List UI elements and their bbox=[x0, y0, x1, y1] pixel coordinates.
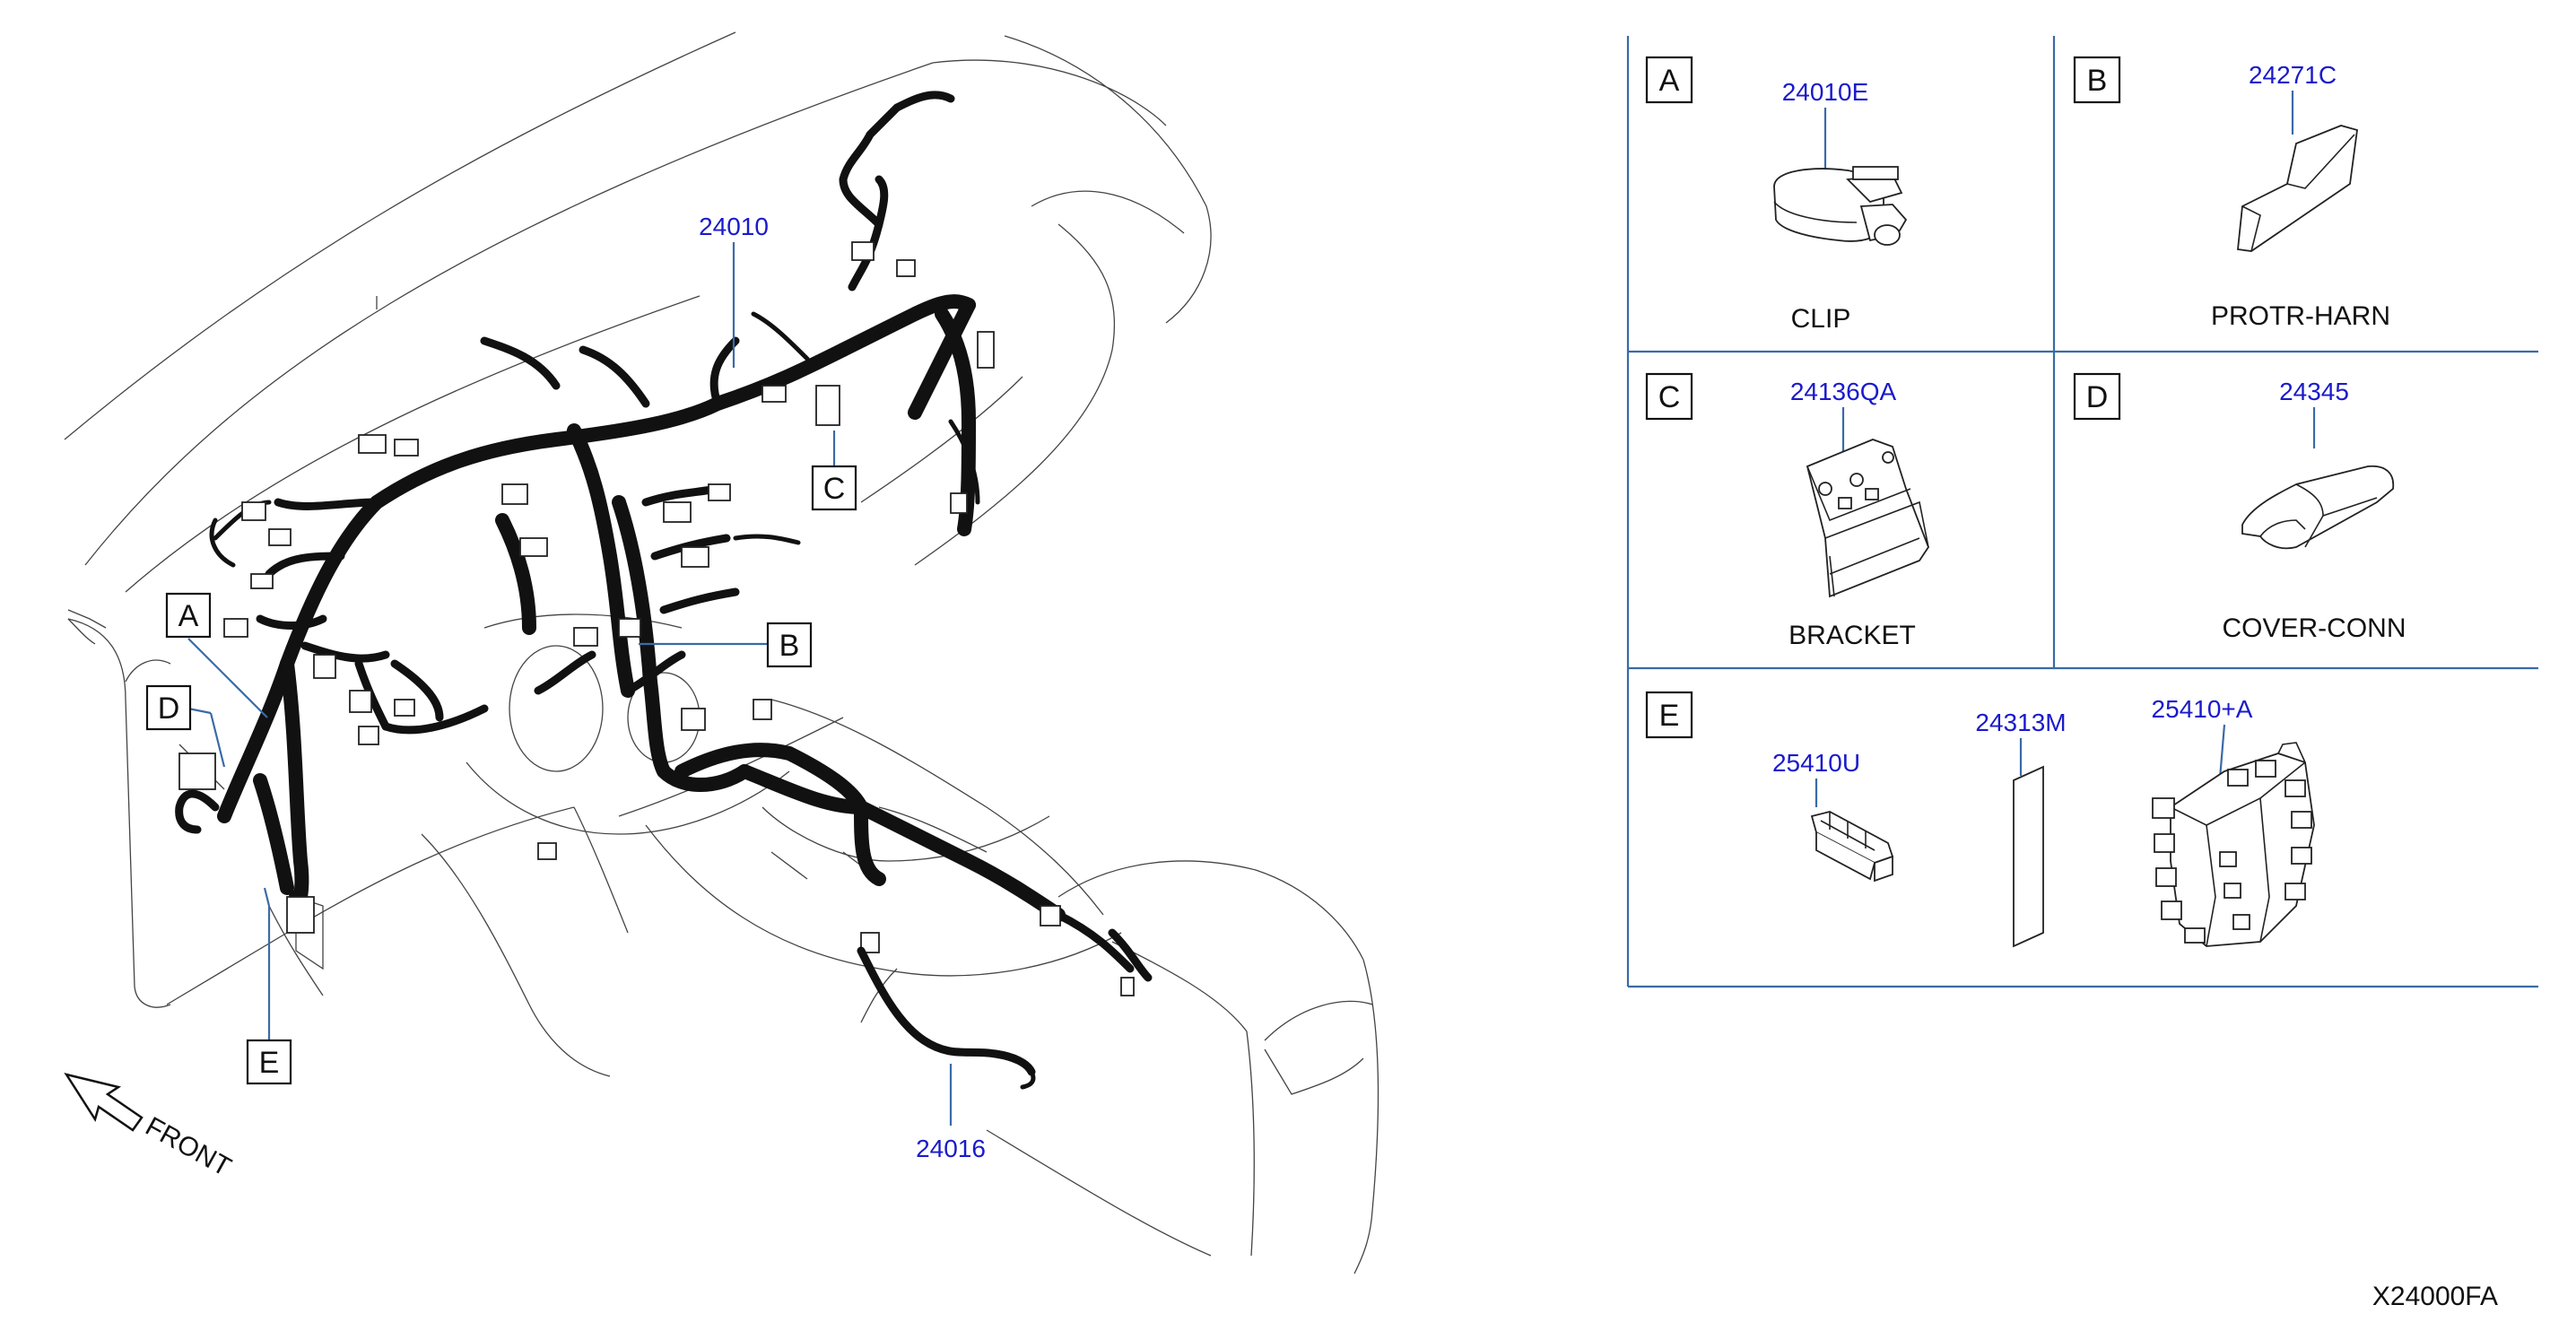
svg-text:A: A bbox=[1659, 64, 1680, 98]
svg-text:D: D bbox=[2086, 380, 2109, 414]
part-number-24010E: 24010E bbox=[1782, 78, 1869, 106]
part-number-24271C: 24271C bbox=[2249, 61, 2337, 89]
bracket-icon bbox=[1806, 439, 1930, 598]
callout-b: B bbox=[766, 622, 813, 668]
harness-connectors bbox=[178, 241, 1135, 996]
legend-cell-c: C 24136QA BRACKET bbox=[1645, 372, 1930, 650]
svg-text:B: B bbox=[779, 629, 800, 663]
diagram-code: X24000FA bbox=[2372, 1282, 2498, 1311]
part-number-25410U: 25410U bbox=[1772, 749, 1860, 777]
callout-a: A bbox=[165, 592, 212, 639]
part-name-protr-harn: PROTR-HARN bbox=[2211, 301, 2390, 331]
svg-text:E: E bbox=[1659, 699, 1680, 733]
part-name-clip: CLIP bbox=[1791, 304, 1851, 334]
part-number-24313M: 24313M bbox=[1975, 709, 2066, 736]
dashboard-outline bbox=[64, 31, 1379, 1274]
front-label: FRONT bbox=[141, 1111, 236, 1182]
legend-grid bbox=[1626, 36, 2538, 988]
callout-d: D bbox=[145, 684, 192, 731]
svg-text:E: E bbox=[259, 1046, 280, 1080]
part-number-24016: 24016 bbox=[916, 1135, 986, 1162]
svg-text:C: C bbox=[823, 472, 846, 506]
svg-text:D: D bbox=[158, 692, 180, 726]
fuse-block-icon bbox=[2152, 742, 2315, 947]
part-name-cover-conn: COVER-CONN bbox=[2222, 613, 2406, 643]
part-number-24136QA: 24136QA bbox=[1790, 378, 1897, 405]
legend-cell-d: D 24345 COVER-CONN bbox=[2073, 372, 2406, 643]
svg-text:A: A bbox=[178, 599, 199, 633]
svg-text:C: C bbox=[1658, 380, 1681, 414]
console-harness-24016 bbox=[857, 946, 1036, 1090]
illustration-leader-lines bbox=[187, 242, 953, 1126]
part-number-24010: 24010 bbox=[699, 213, 769, 240]
callout-e: E bbox=[246, 1039, 292, 1085]
legend-cell-a: A 24010E CLIP bbox=[1645, 56, 1908, 334]
label-sheet-icon bbox=[2013, 765, 2044, 948]
connector-cover-icon bbox=[2241, 465, 2395, 550]
relay-connector-icon bbox=[1810, 811, 1894, 883]
part-number-25410A: 25410+A bbox=[2152, 695, 2253, 723]
callout-c: C bbox=[811, 465, 857, 511]
front-arrow-icon bbox=[64, 1073, 144, 1132]
svg-text:B: B bbox=[2087, 64, 2108, 98]
legend-cell-e: E 25410U 24313M 25410+A bbox=[1645, 691, 2315, 948]
part-name-bracket: BRACKET bbox=[1788, 621, 1916, 650]
part-number-24345: 24345 bbox=[2279, 378, 2349, 405]
clip-icon bbox=[1773, 166, 1908, 246]
harness-protector-icon bbox=[2237, 125, 2358, 252]
legend-cell-b: B 24271C PROTR-HARN bbox=[2073, 56, 2390, 331]
main-harness-24010 bbox=[175, 91, 1153, 982]
